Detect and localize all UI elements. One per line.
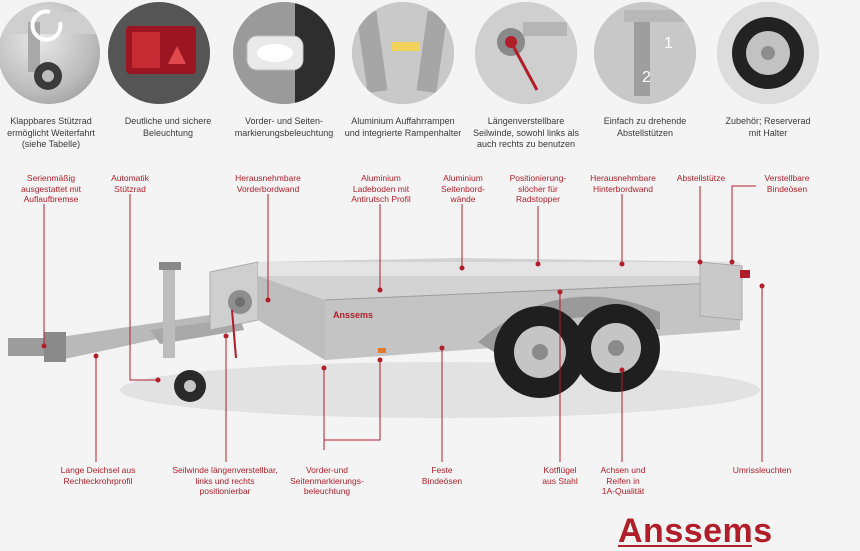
callout-winch-adjustable: Seilwinde längenverstellbar, links und r… [172, 465, 278, 496]
jockey-wheel-icon [0, 2, 100, 104]
callout-auto-jockey-wheel: Automatik Stützrad [111, 173, 149, 194]
callout-front-board: Herausnehmbare Vorderbordwand [235, 173, 301, 194]
trailer-badge: Anssems [333, 310, 373, 320]
tail-light-icon [108, 2, 210, 104]
callout-axles-tyres: Achsen und Reifen in 1A-Qualität [600, 465, 646, 496]
callout-marker-lighting: Vorder-und Seitenmarkierungs- beleuchtun… [290, 465, 364, 496]
feature-caption-lighting: Deutliche und sichere Beleuchtung [124, 116, 212, 138]
callout-overrun-brake: Serienmäßig ausgestattet mit Auflaufbrem… [20, 173, 81, 204]
svg-text:2: 2 [642, 69, 651, 86]
callout-wheel-stopper-holes: Positionierung- slöcher für Radstopper [509, 173, 567, 204]
callout-side-boards: Aluminium Seitenbord- wände [441, 173, 485, 204]
callout-steel-fender: Kotflügel aus Stahl [542, 465, 578, 486]
brand-underline [618, 545, 752, 547]
callout-outline-lights: Umrissleuchten [732, 465, 792, 475]
feature-caption-prop-stands: Einfach zu drehende Abstellstützen [603, 116, 687, 138]
callout-adjustable-lashing-eyes: Verstellbare Bindeösen [764, 173, 810, 194]
brand-logo: Anssems [618, 512, 773, 550]
spare-wheel-icon [717, 2, 819, 104]
callout-long-drawbar: Lange Deichsel aus Rechteckrohrprofil [60, 465, 136, 486]
feature-caption-marker-lights: Vorder- und Seiten- markierungsbeleuchtu… [234, 116, 334, 138]
svg-text:1: 1 [664, 35, 673, 52]
feature-caption-jockey-wheel: Klappbares Stützrad ermöglicht Weiterfah… [7, 116, 95, 149]
callout-prop-stand: Abstellstütze [676, 173, 726, 183]
ramp-icon [352, 2, 454, 104]
feature-caption-winch: Längenverstellbare Seilwinde, sowohl lin… [472, 116, 580, 149]
callout-fixed-lashing-eyes: Feste Bindeösen [421, 465, 463, 486]
feature-caption-spare-wheel: Zubehör; Reserverad mit Halter [725, 116, 811, 138]
feature-caption-ramps: Aluminium Auffahrrampen und integrierte … [344, 116, 462, 138]
winch-icon [475, 2, 577, 104]
callout-aluminium-floor: Aluminium Ladeboden mit Antirutsch Profi… [351, 173, 411, 204]
callout-rear-board: Herausnehmbare Hinterbordwand [590, 173, 656, 194]
